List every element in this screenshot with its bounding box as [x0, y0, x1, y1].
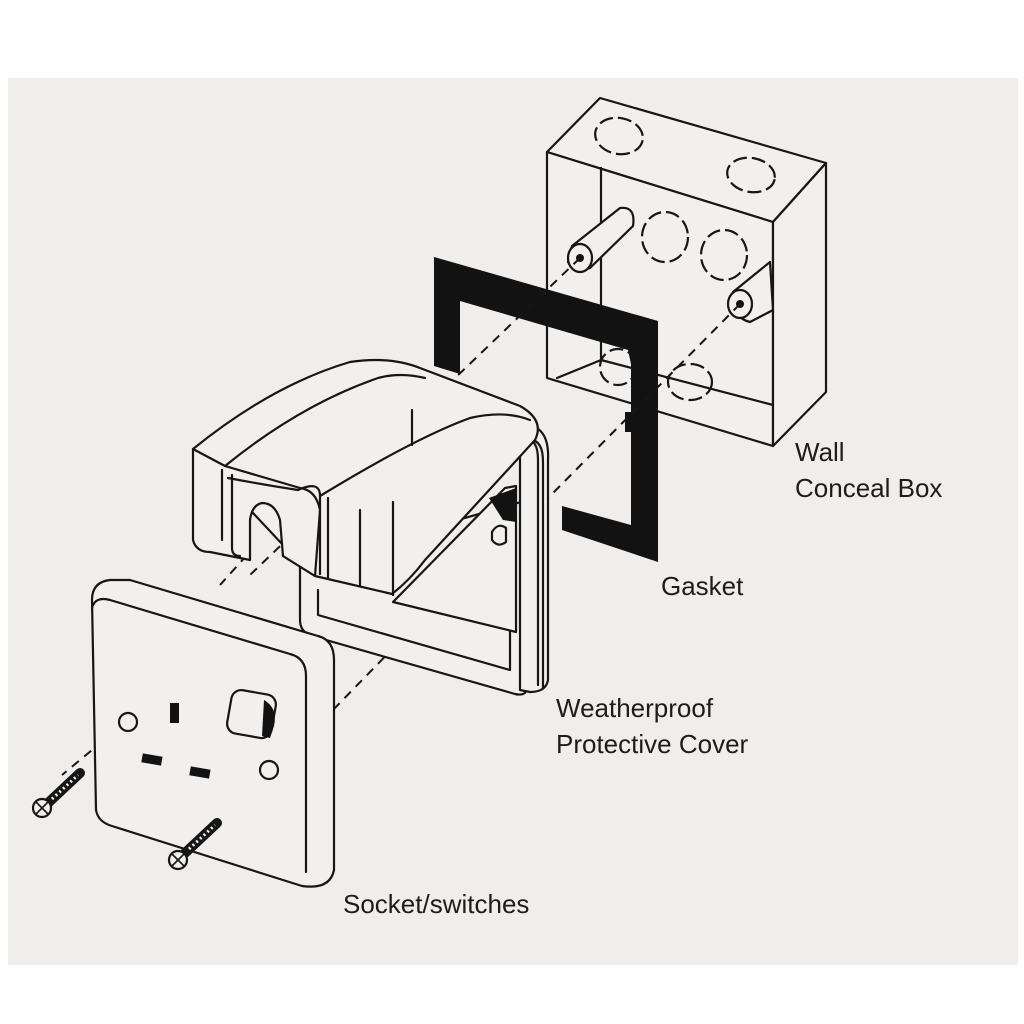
- label-weatherproof-cover: Weatherproof Protective Cover: [556, 690, 748, 762]
- label-socket-switches: Socket/switches: [343, 889, 530, 919]
- weatherproof-cover: [191, 358, 550, 696]
- socket-plate: [90, 578, 336, 888]
- mounting-screw-left: [31, 768, 85, 819]
- screw-lug-left: [566, 206, 635, 274]
- mounting-screw-right: [167, 818, 222, 871]
- screw-lug-right: [726, 260, 775, 324]
- label-gasket: Gasket: [661, 571, 744, 601]
- label-wall-conceal-box: Wall Conceal Box: [795, 434, 942, 506]
- wall-conceal-box: [545, 96, 828, 448]
- gasket: [434, 257, 658, 562]
- label-wall-line2: Conceal Box: [795, 473, 943, 503]
- label-cover-line2: Protective Cover: [556, 729, 749, 759]
- label-wall-line1: Wall: [795, 437, 845, 467]
- label-cover-line1: Weatherproof: [556, 693, 714, 723]
